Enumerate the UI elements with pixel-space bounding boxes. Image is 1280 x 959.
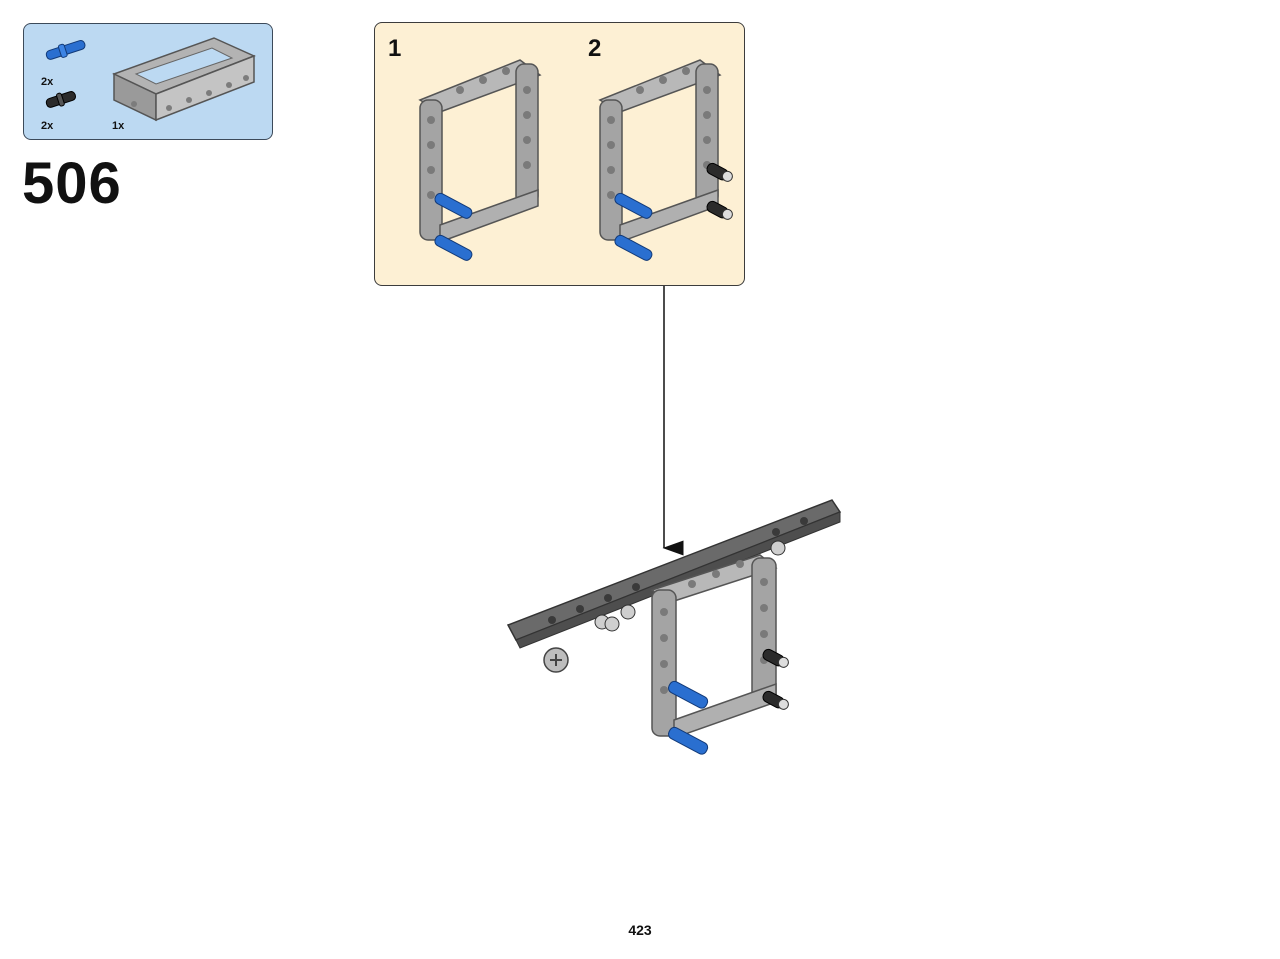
substep-label-2: 2 — [588, 35, 602, 62]
substep-2-black-pin-top — [706, 162, 733, 182]
main-blue-pin-bottom — [667, 726, 709, 755]
substep-2-blue-pin-top — [614, 192, 653, 219]
substep-1-frame — [418, 59, 542, 244]
substep-label-1: 1 — [388, 35, 402, 62]
main-black-pin-top — [762, 648, 789, 668]
page-number: 423 — [628, 922, 652, 938]
parts-list-illustration — [45, 37, 256, 122]
main-long-beam — [506, 499, 842, 649]
substep-1-blue-pin-top — [434, 192, 473, 219]
substep-2-blue-pin-bottom — [614, 234, 653, 261]
pin-blue-quantity: 2x — [41, 76, 54, 88]
main-axle-connector — [543, 647, 569, 673]
substep-2-black-pin-bottom — [706, 200, 733, 220]
substep-1-blue-pin-bottom — [434, 234, 473, 261]
black-friction-pin-icon — [45, 91, 77, 108]
main-black-pin-bottom — [762, 690, 789, 710]
main-black-pins-on-beam — [594, 540, 786, 632]
frame-quantity: 1x — [112, 120, 125, 132]
parts-list-callout: 2x 2x 1x — [23, 23, 273, 140]
substep-2-frame — [598, 59, 722, 244]
step-number: 506 — [22, 151, 122, 216]
main-frame — [650, 554, 778, 740]
grey-frame-icon — [112, 37, 256, 122]
pin-black-quantity: 2x — [41, 120, 54, 132]
blue-axle-pin-icon — [45, 39, 86, 60]
main-blue-pin-top — [667, 680, 709, 709]
